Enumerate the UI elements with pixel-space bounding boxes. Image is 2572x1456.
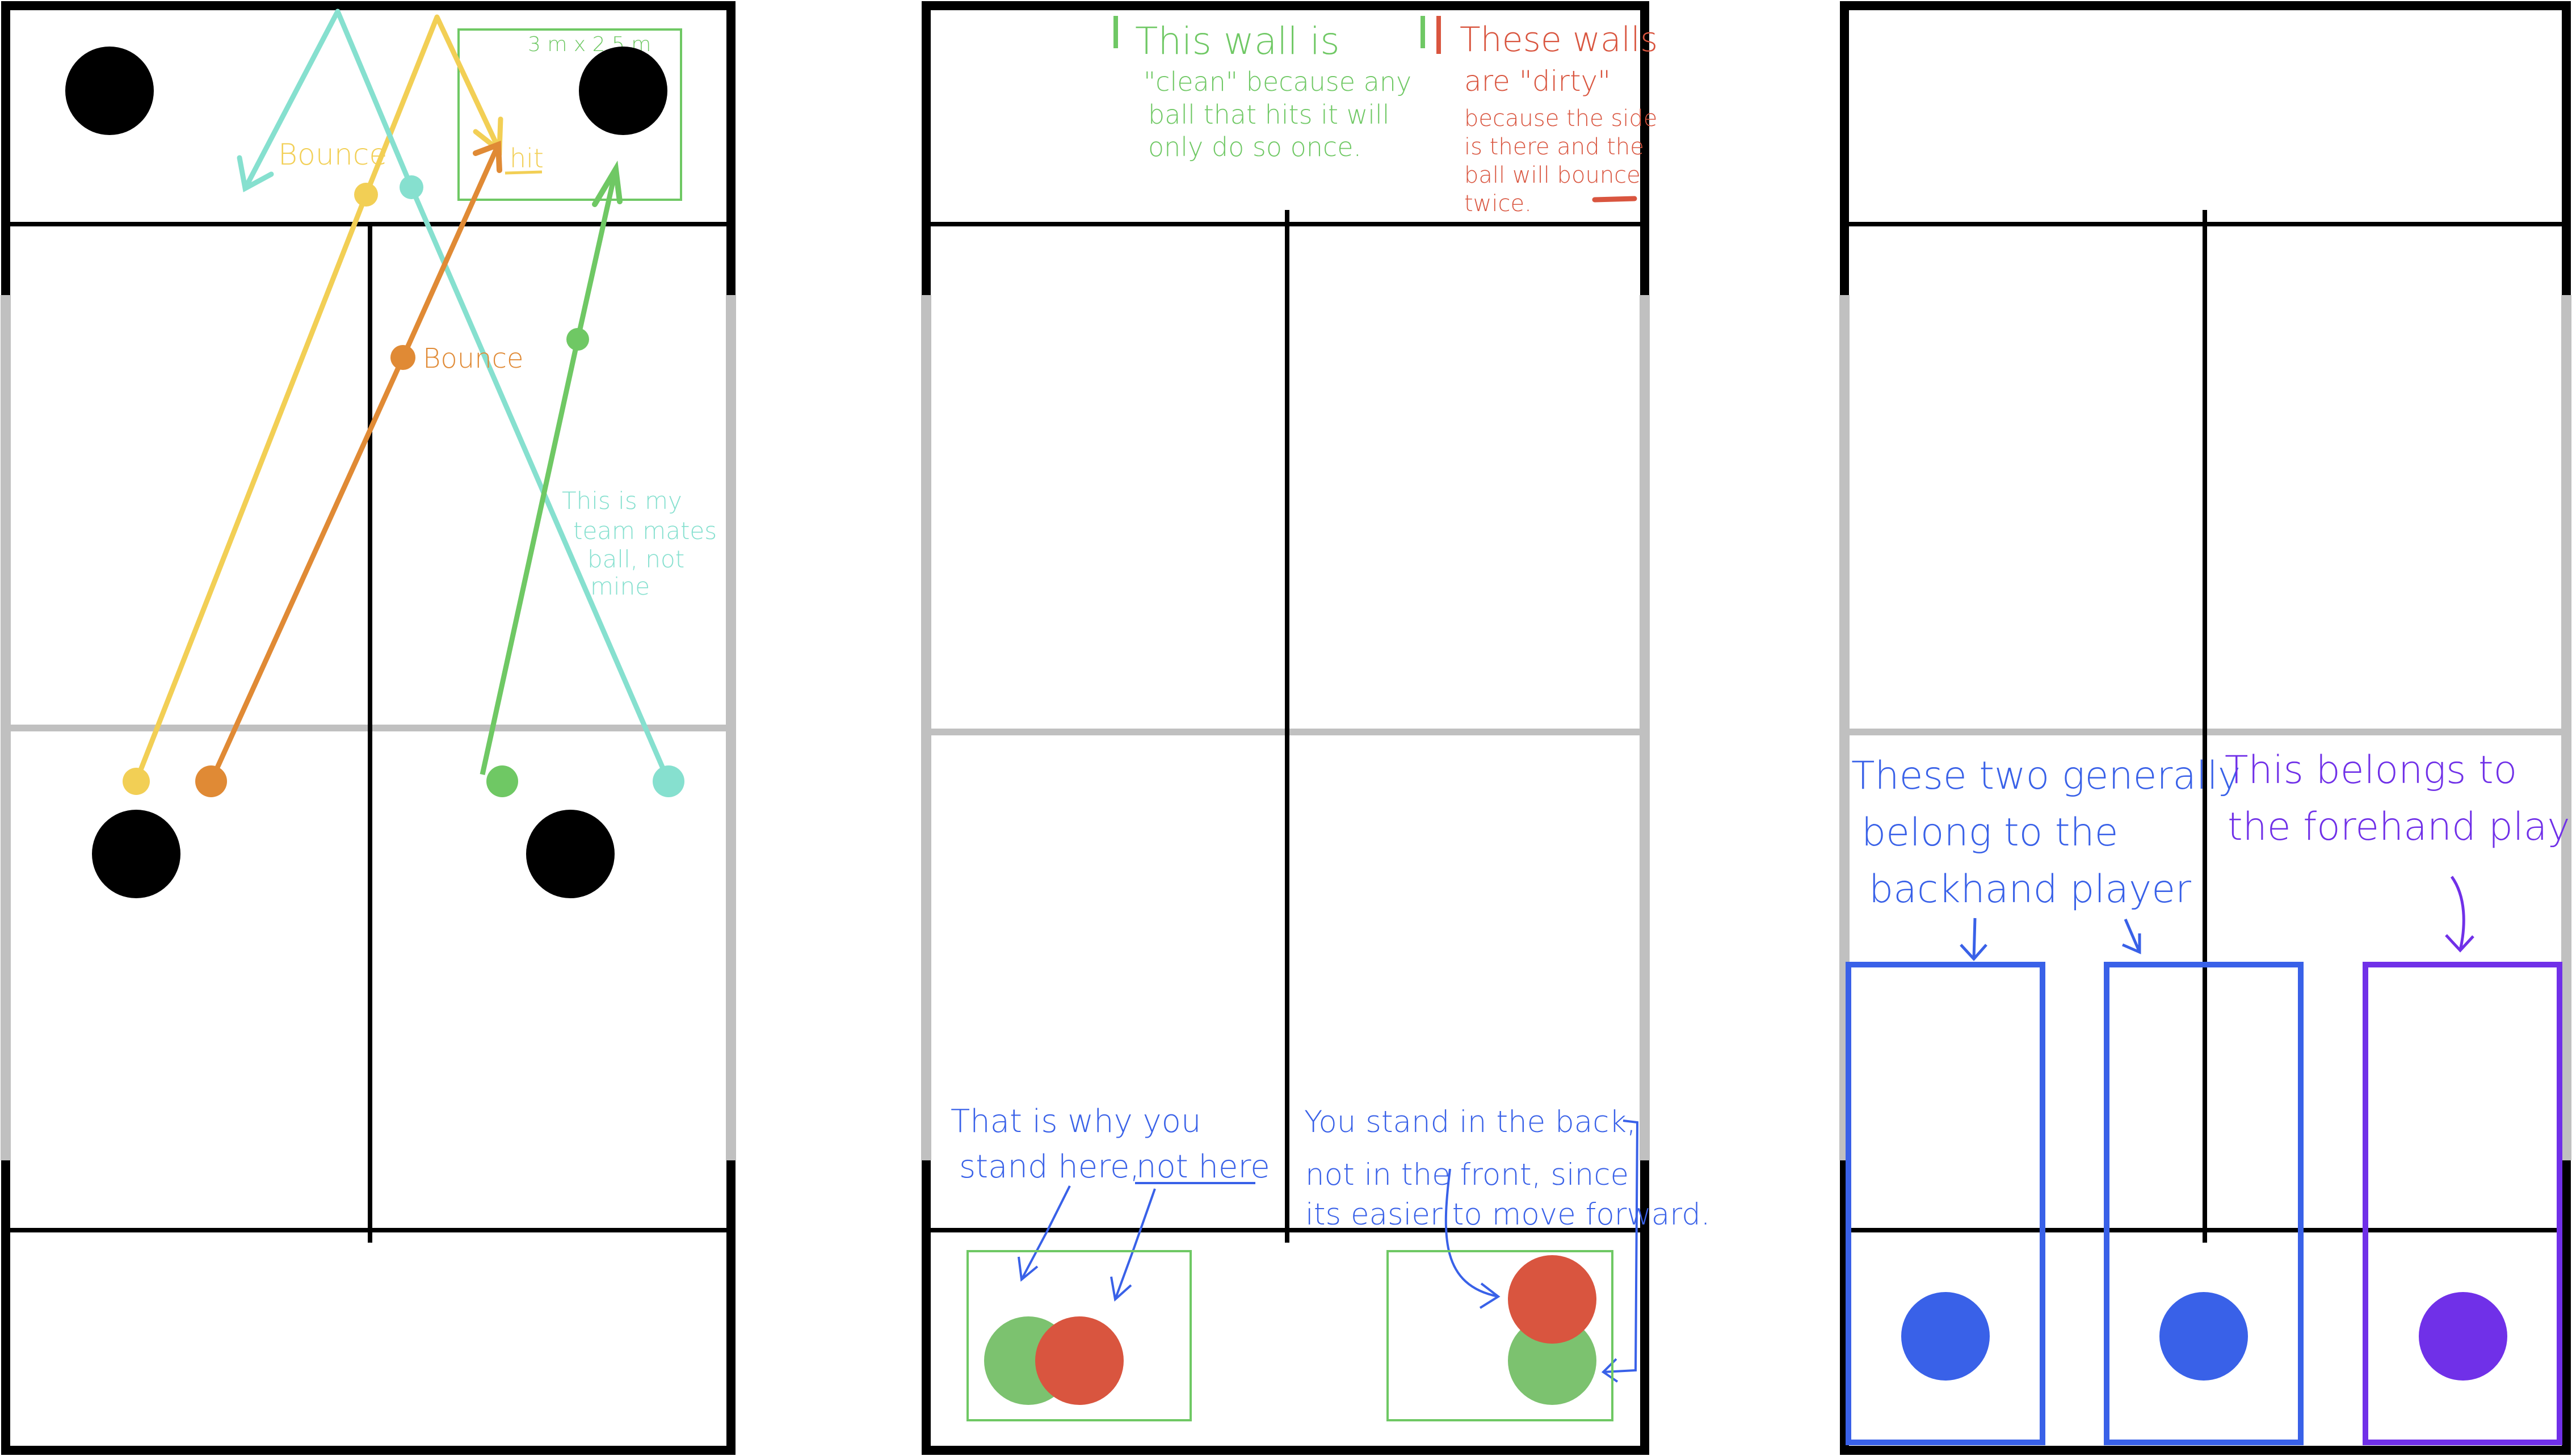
arrow-to-back-position: [1444, 1168, 1499, 1298]
blue-ball-1: [1901, 1292, 1990, 1381]
arrow-to-stand-here: [1020, 1185, 1071, 1280]
yellow-ball-start: [123, 768, 150, 795]
dirty-walls-note: These walls are "dirty" because the side…: [1460, 20, 1658, 217]
arrow-to-back-head: [1479, 1282, 1501, 1309]
backhand-note-line-2: belong to the: [1861, 810, 2119, 855]
teammate-note: This is my team mates ball, not mine: [562, 487, 717, 600]
court-player-zones: These two generally belong to the backha…: [1839, 1, 2572, 1455]
dirty-underline: [1592, 196, 1637, 203]
backhand-note: These two generally belong to the backha…: [1851, 754, 2241, 912]
arrow-to-not-here: [1114, 1188, 1156, 1300]
court-ball-trajectories: 3 m x 2.5 m Bounce hit This is my team m…: [1, 1, 736, 1455]
teammate-note-line-4: mine: [590, 573, 650, 600]
court-wall-explanation: This wall is "clean" because any ball th…: [921, 1, 1711, 1455]
teal-ball-path: [243, 9, 671, 782]
stand-note-line-2: stand here,: [959, 1148, 1140, 1185]
teammate-note-line-3: ball, not: [587, 545, 684, 573]
wrong-position-box: [966, 1250, 1192, 1421]
teammate-note-line-1: This is my: [562, 487, 682, 515]
stand-note-not-here: not here: [1136, 1148, 1270, 1185]
hit-label: hit: [510, 143, 544, 174]
target-zone-box: [457, 28, 682, 201]
forehand-zone: [2363, 962, 2562, 1445]
backhand-note-line-1: These two generally: [1851, 754, 2241, 798]
yellow-bounce-dot: [354, 183, 378, 207]
arrow-to-zone-2-head: [2122, 933, 2141, 954]
red-player-left: [1035, 1316, 1124, 1405]
clean-wall-note: This wall is "clean" because any ball th…: [1135, 19, 1411, 162]
dirty-note-line-5: ball will bounce: [1464, 162, 1641, 188]
correct-position-box: [1386, 1250, 1613, 1421]
green-arrowhead: [592, 160, 623, 207]
clean-note-line-1: This wall is: [1135, 19, 1340, 63]
arrow-to-zone-1-head: [1960, 944, 1987, 961]
arrow-to-not-here-head: [1110, 1276, 1132, 1302]
arrow-to-stand-here-head: [1018, 1256, 1039, 1282]
orange-ball-start: [195, 765, 227, 797]
green-ball-start: [486, 765, 518, 797]
stand-here-note: That is why you stand here, not here: [951, 1103, 1270, 1185]
dirty-note-line-6: twice.: [1464, 191, 1532, 217]
orange-arrowhead: [473, 140, 502, 173]
teammate-note-line-2: team mates: [573, 517, 717, 545]
blue-ball-2: [2159, 1292, 2248, 1381]
stand-back-note: You stand in the back, not in the front,…: [1304, 1105, 1711, 1232]
backhand-note-line-3: backhand player: [1869, 867, 2191, 912]
arrow-to-zone-3-head: [2445, 934, 2474, 953]
red-player-right: [1508, 1255, 1596, 1344]
backhand-zone-1: [1846, 962, 2045, 1445]
clean-note-line-2: "clean" because any: [1144, 66, 1411, 97]
arrow-to-zone-3: [2450, 876, 2465, 951]
dirty-note-line-3: because the side: [1464, 106, 1657, 132]
orange-bounce-label: Bounce: [423, 343, 524, 374]
yellow-bounce-label: Bounce: [278, 138, 387, 172]
player-top-left: [65, 47, 154, 135]
dirty-note-line-4: is there and the: [1464, 134, 1644, 160]
green-bounce-dot: [566, 328, 589, 351]
backhand-zone-2: [2104, 962, 2304, 1445]
orange-bounce-dot: [390, 345, 415, 370]
teal-bounce-dot: [400, 175, 423, 199]
forehand-note-line-2: the forehand player: [2228, 805, 2572, 849]
bracket-arrow-right: [1603, 1120, 1639, 1373]
yellow-ball-path: [133, 14, 502, 782]
stand-note-line-1: That is why you: [951, 1103, 1201, 1140]
teal-ball-start: [653, 765, 684, 797]
player-top-right: [579, 47, 667, 135]
arrow-to-zone-2: [2124, 919, 2141, 953]
orange-ball-path: [208, 144, 501, 782]
back-note-line-3: its easier to move forward.: [1305, 1197, 1711, 1232]
forehand-note-line-1: This belongs to: [2225, 748, 2517, 793]
clean-note-line-4: only do so once.: [1148, 132, 1361, 162]
teal-arrowhead: [237, 155, 274, 192]
dirty-note-line-1: These walls: [1460, 20, 1658, 60]
clean-note-line-3: ball that hits it will: [1148, 99, 1390, 130]
hit-underline: [505, 170, 543, 175]
purple-ball: [2419, 1292, 2507, 1381]
player-bottom-right: [526, 810, 615, 898]
green-player-right: [1508, 1316, 1596, 1405]
player-bottom-left: [92, 810, 180, 898]
back-note-line-2: not in the front, since: [1305, 1158, 1629, 1192]
arrow-to-zone-1: [1972, 918, 1977, 960]
forehand-note: This belongs to the forehand player: [2225, 748, 2572, 849]
green-ball-path: [480, 169, 619, 775]
back-note-line-1: You stand in the back,: [1304, 1105, 1636, 1139]
dirty-note-line-2: are "dirty": [1464, 65, 1611, 98]
